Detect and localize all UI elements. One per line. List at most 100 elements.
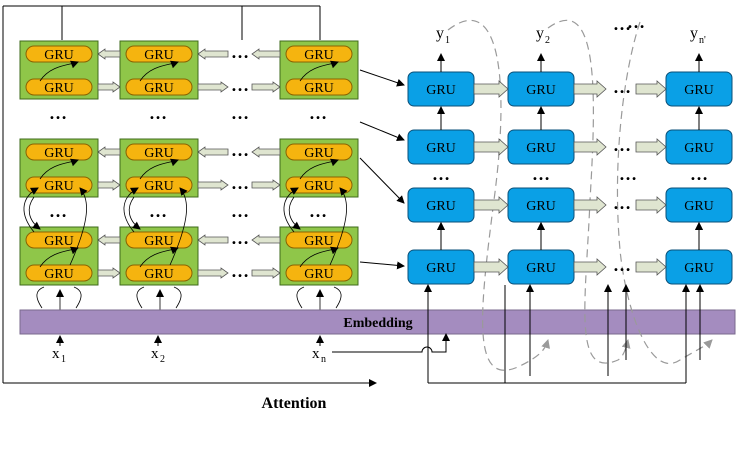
output-y1-label: y <box>436 25 444 42</box>
gru-label: GRU <box>304 234 334 249</box>
encoder-vertical-ellipsis: … <box>309 103 327 123</box>
encoder-ellipsis: … <box>231 173 249 193</box>
gru-label: GRU <box>426 141 456 156</box>
encoder-vertical-ellipsis: … <box>149 103 167 123</box>
encoder-gru-unit <box>285 143 353 161</box>
encoder-ellipsis: … <box>231 75 249 95</box>
encoder-layer-link <box>23 187 39 233</box>
decoder-vertical-ellipsis: … <box>619 164 637 184</box>
encoder-inner-curve <box>139 158 179 180</box>
decoder-forward-arrow <box>573 138 607 156</box>
gru-label: GRU <box>426 83 456 98</box>
encoder-gru-unit <box>285 45 353 63</box>
encoder-input-curve <box>36 286 45 309</box>
encoder-ellipsis: … <box>231 42 249 62</box>
encoder-vertical-ellipsis: … <box>49 201 67 221</box>
decoder-forward-arrow <box>473 196 509 214</box>
gru-label: GRU <box>684 199 714 214</box>
encoder-input-curve <box>333 286 342 309</box>
encoder-vertical-ellipsis: … <box>49 103 67 123</box>
encoder-block: GRUGRUGRUGRUGRUGRU………………GRUGRUGRUGRUGRUG… <box>19 40 359 310</box>
decoder-dashed-loops <box>447 19 713 371</box>
decoder-forward-arrow <box>473 258 509 276</box>
encoder-gru-unit <box>285 176 353 194</box>
gru-label: GRU <box>44 234 74 249</box>
encoder-inner-curve <box>299 158 339 180</box>
gru-label: GRU <box>304 81 334 96</box>
encoder-backward-arrow <box>197 146 229 158</box>
decoder-feedback-loop-2 <box>547 19 631 364</box>
encoder-gru-unit <box>25 45 93 63</box>
gru-label: GRU <box>426 261 456 276</box>
input-x2-label: x <box>151 346 159 362</box>
encoder-inner-curve <box>139 60 179 82</box>
encoder-layer-link <box>28 196 41 230</box>
gru-label: GRU <box>526 83 556 98</box>
gru-label: GRU <box>684 261 714 276</box>
encoder-forward-arrow <box>251 179 281 191</box>
gru-label: GRU <box>144 48 174 63</box>
gru-label: GRU <box>526 261 556 276</box>
encoder-inner-curve <box>139 246 179 268</box>
encoder-backward-arrow <box>97 234 121 246</box>
encoder-layer-link <box>128 196 141 230</box>
encoder-gru-unit <box>125 231 193 249</box>
encoder-gru-unit <box>25 231 93 249</box>
decoder-ellipsis: … <box>613 135 631 155</box>
encoder-gru-unit <box>285 78 353 96</box>
encoder-input-curve <box>173 286 182 309</box>
input-xn-label: x <box>312 346 320 362</box>
encoder-forward-arrow <box>97 179 121 191</box>
encoder-layer-link <box>69 187 88 266</box>
encoder-gru-unit <box>125 45 193 63</box>
encoder-input-curve <box>296 286 305 309</box>
decoder-forward-arrow <box>473 80 509 98</box>
decoder-forward-arrow <box>635 138 667 156</box>
xn-to-decoder-line <box>332 333 450 353</box>
output-y2-sub: 2 <box>545 35 550 46</box>
encoder-input-curve <box>73 286 82 309</box>
decoder-vertical-ellipsis: … <box>432 164 450 184</box>
output-yn-label: y <box>690 25 698 42</box>
gru-label: GRU <box>44 146 74 161</box>
encoder-ellipsis: … <box>231 228 249 248</box>
decoder-ellipsis: … <box>613 77 631 97</box>
gru-label: GRU <box>304 146 334 161</box>
decoder-ellipsis: … <box>613 193 631 213</box>
encoder-backward-arrow <box>97 146 121 158</box>
decoder-forward-arrow <box>635 80 667 98</box>
gru-label: GRU <box>304 267 334 282</box>
encoder-ellipsis: … <box>231 140 249 160</box>
encoder-inner-curve <box>39 158 79 180</box>
encoder-inner-curve <box>299 60 339 82</box>
encoder-inner-curve <box>39 246 79 268</box>
encoder-vertical-ellipsis: … <box>149 201 167 221</box>
input-x1-sub: 1 <box>61 354 66 365</box>
input-x2: x 2 <box>151 335 165 365</box>
input-x1-label: x <box>52 346 60 362</box>
gru-label: GRU <box>684 141 714 156</box>
decoder-top-ellipsis: … <box>613 14 631 34</box>
encoder-backward-arrow <box>97 48 121 60</box>
gru-label: GRU <box>44 48 74 63</box>
decoder-feedback-lines <box>424 284 704 384</box>
gru-label: GRU <box>304 179 334 194</box>
decoder-vertical-ellipsis: … <box>690 164 708 184</box>
gru-label: GRU <box>426 199 456 214</box>
embedding-bar <box>19 309 736 335</box>
decoder-row-2: GRU GRU GRU … <box>407 106 733 165</box>
encoder-backward-arrow <box>197 234 229 246</box>
encoder-forward-arrow <box>97 81 121 93</box>
gru-label: GRU <box>44 267 74 282</box>
encoder-input-curve <box>136 286 145 309</box>
gru-label: GRU <box>526 199 556 214</box>
decoder-row-3: GRU GRU GRU … <box>407 187 733 223</box>
input-x1: x 1 <box>52 335 66 365</box>
encoder-gru-unit <box>125 78 193 96</box>
gru-label: GRU <box>526 141 556 156</box>
